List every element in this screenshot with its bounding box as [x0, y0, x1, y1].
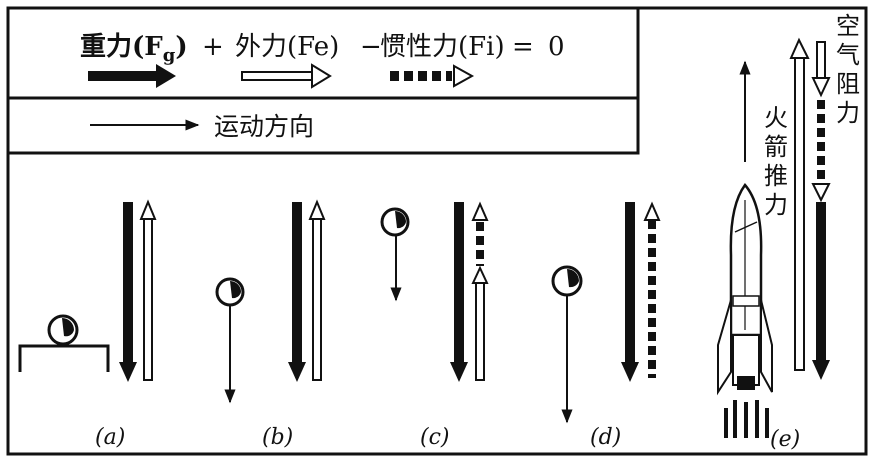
svg-text:重力(Fg): 重力(Fg) [80, 32, 188, 66]
inertia-force-arrow-d [643, 201, 661, 378]
inertia-force-label: 惯性力(Fi) [380, 32, 505, 62]
panel-label-c: (c) [420, 425, 450, 450]
legend-equation: 重力(Fg) + 外力(Fe) − 惯性力(Fi) = 0 [80, 32, 565, 66]
thrust-char-3: 推 [764, 162, 788, 190]
legend-motion-box [6, 96, 640, 155]
air-resistance-char-4: 力 [836, 99, 860, 127]
external-force-arrow-b [308, 199, 326, 381]
thrust-char-2: 箭 [764, 133, 788, 161]
air-resistance-char-2: 气 [836, 41, 860, 69]
rocket-icon [717, 182, 773, 438]
plus-sign: + [202, 32, 224, 62]
air-resistance-arrow-e [811, 41, 831, 98]
panel-label-e: (e) [770, 427, 800, 452]
minus-sign: − [360, 32, 382, 62]
thrust-char-4: 力 [764, 191, 788, 219]
panel-a: (a) [18, 199, 157, 450]
panel-label-d: (d) [590, 425, 621, 450]
panel-b: (b) [215, 199, 326, 450]
legend-external-arrow-icon [241, 63, 332, 89]
panel-e: 火 箭 推 力 空 气 阻 力 (e) [717, 12, 860, 452]
external-force-arrow-a [139, 199, 157, 381]
zero-value: 0 [548, 32, 565, 62]
legend-gravity-arrow-icon [88, 64, 176, 88]
air-resistance-char-3: 阻 [836, 70, 860, 98]
panel-d: (d) [551, 201, 661, 450]
external-force-label: 外力(Fe) [235, 32, 339, 62]
panel-c: (c) [380, 201, 489, 450]
legend-inertia-arrow-icon [390, 64, 475, 88]
rocket-exhaust-icon [724, 400, 769, 438]
external-force-arrow-e [789, 37, 810, 371]
external-force-arrow-c [471, 265, 489, 381]
gravity-arrow-b [288, 202, 306, 382]
gravity-arrow-d [621, 202, 639, 382]
gravity-close: ) [175, 32, 187, 62]
panel-label-b: (b) [262, 425, 293, 450]
equals-sign: = [512, 32, 534, 62]
gravity-arrow-a [119, 202, 137, 382]
inertia-force-arrow-c [471, 201, 489, 266]
air-resistance-char-1: 空 [836, 12, 860, 40]
panel-label-a: (a) [95, 425, 125, 450]
thrust-char-1: 火 [764, 104, 788, 132]
table-icon [18, 344, 110, 372]
gravity-arrow-c [450, 202, 468, 382]
motion-direction-label: 运动方向 [214, 112, 314, 141]
gravity-arrow-e [812, 202, 830, 380]
gravity-subscript: g [163, 45, 176, 66]
gravity-label: 重力(F [80, 32, 163, 62]
inertia-force-arrow-e [811, 100, 831, 203]
